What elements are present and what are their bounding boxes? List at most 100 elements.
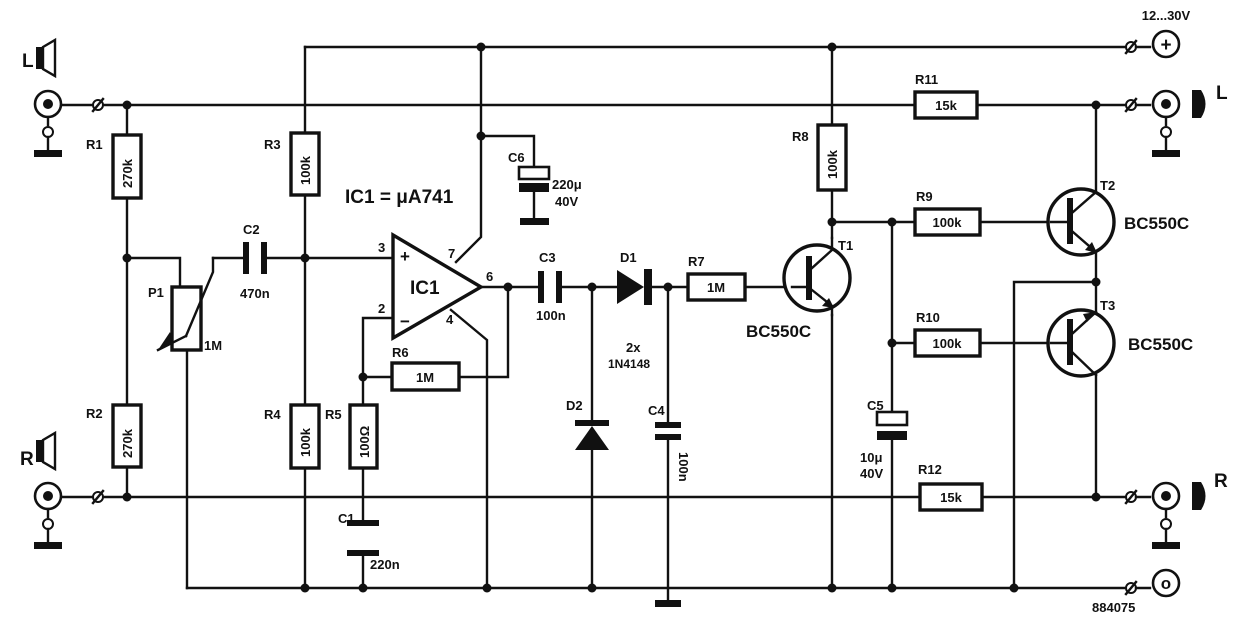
left-output-jack: L (1151, 83, 1228, 157)
c3-value: 100n (536, 308, 566, 323)
c6-label: C6 (508, 150, 525, 165)
c5-voltage: 40V (860, 466, 883, 481)
transistor-t1: T1 BC550C (746, 236, 853, 341)
output-arrow-icon (1192, 482, 1206, 510)
ground-symbol (520, 218, 549, 225)
pin-7-label: 7 (448, 246, 455, 261)
r5-value: 100Ω (357, 426, 372, 458)
r8-label: R8 (792, 129, 809, 144)
terminal-pad (1124, 97, 1138, 113)
c3-label: C3 (539, 250, 556, 265)
capacitor-c2: C2 470n (240, 222, 270, 301)
terminal-pad (91, 97, 105, 113)
inverting-input-sign: − (400, 312, 410, 331)
c1-label: C1 (338, 511, 355, 526)
capacitor-c6: C6 220μ 40V (508, 150, 582, 209)
capacitor-c3: C3 100n (536, 250, 566, 323)
left-input-label: L (22, 51, 34, 72)
p1-label: P1 (148, 285, 164, 300)
r2-value: 270k (120, 428, 135, 458)
ground-terminal: o (1151, 568, 1181, 598)
resistor-r6: 1M R6 (390, 345, 461, 392)
supply-terminal: + 12...30V (1142, 8, 1191, 59)
capacitor-c5: C5 10μ 40V (860, 398, 909, 481)
c1-value: 220n (370, 557, 400, 572)
ground-terminal-symbol: o (1161, 574, 1171, 593)
right-output-label: R (1214, 471, 1228, 492)
resistor-r9: 100k R9 (913, 189, 982, 237)
r9-value: 100k (933, 215, 963, 230)
wires (60, 45, 1127, 602)
r10-value: 100k (933, 336, 963, 351)
resistor-r10: 100k R10 (913, 310, 982, 358)
left-input-jack: L (22, 37, 63, 157)
ic1-spec: IC1 = μA741 (345, 187, 454, 208)
r3-value: 100k (298, 155, 313, 185)
figure-number: 884075 (1092, 600, 1135, 615)
r11-label: R11 (915, 72, 938, 87)
p1-value: 1M (204, 338, 222, 353)
resistor-r1: 270k R1 (86, 133, 143, 200)
r7-label: R7 (688, 254, 705, 269)
pin-2-label: 2 (378, 301, 385, 316)
resistor-r7: 1M R7 (686, 254, 747, 302)
transistor-t3: T3 BC550C (1046, 298, 1193, 378)
right-input-label: R (20, 449, 34, 470)
r2-label: R2 (86, 406, 103, 421)
c2-label: C2 (243, 222, 260, 237)
junctions (122, 42, 1101, 593)
r5-label: R5 (325, 407, 342, 422)
right-output-jack: R (1151, 471, 1228, 549)
speaker-icon (36, 430, 57, 472)
c4-value: 100n (676, 452, 691, 482)
resistor-r2: 270k R2 (86, 403, 143, 469)
resistor-r11: 15k R11 (913, 72, 979, 120)
pin-3-label: 3 (378, 240, 385, 255)
r1-label: R1 (86, 137, 103, 152)
noninverting-input-sign: + (400, 247, 410, 266)
d1-label: D1 (620, 250, 637, 265)
terminal-pad (1124, 489, 1138, 505)
r12-value: 15k (940, 490, 962, 505)
r12-label: R12 (918, 462, 942, 477)
r7-value: 1M (707, 280, 725, 295)
diode-d1: D1 (617, 250, 652, 305)
potentiometer-p1: P1 1M (148, 256, 222, 353)
opamp-ic1: IC1 + − 3 2 7 6 4 (378, 232, 493, 341)
r10-label: R10 (916, 310, 940, 325)
diode-d2: D2 (566, 398, 609, 450)
r4-value: 100k (298, 427, 313, 457)
resistor-r4: 100k R4 (264, 403, 321, 470)
r9-label: R9 (916, 189, 933, 204)
r1-value: 270k (120, 158, 135, 188)
capacitor-c4: C4 100n (648, 403, 691, 482)
transistor-t2: T2 BC550C (1046, 178, 1189, 257)
c6-voltage: 40V (555, 194, 578, 209)
r3-label: R3 (264, 137, 281, 152)
t1-label: T1 (838, 238, 853, 253)
resistor-r12: 15k R12 (918, 462, 984, 512)
c6-value: 220μ (552, 177, 582, 192)
left-output-label: L (1216, 83, 1228, 104)
speaker-icon (36, 37, 57, 79)
c2-value: 470n (240, 286, 270, 301)
output-arrow-icon (1192, 90, 1206, 118)
r4-label: R4 (264, 407, 281, 422)
c5-value: 10μ (860, 450, 882, 465)
supply-voltage-label: 12...30V (1142, 8, 1191, 23)
r8-value: 100k (825, 149, 840, 179)
r6-label: R6 (392, 345, 409, 360)
ground-symbol (655, 600, 681, 607)
t3-type: BC550C (1128, 335, 1193, 354)
resistor-r5: 100Ω R5 (325, 403, 379, 470)
diode-count: 2x (626, 340, 641, 355)
diode-type: 1N4148 (608, 357, 650, 371)
c4-label: C4 (648, 403, 665, 418)
terminal-pads (91, 39, 1152, 596)
t3-label: T3 (1100, 298, 1115, 313)
resistor-r3: 100k R3 (264, 131, 321, 197)
t2-label: T2 (1100, 178, 1115, 193)
t1-type: BC550C (746, 322, 811, 341)
resistor-r8: 100k R8 (792, 123, 848, 192)
